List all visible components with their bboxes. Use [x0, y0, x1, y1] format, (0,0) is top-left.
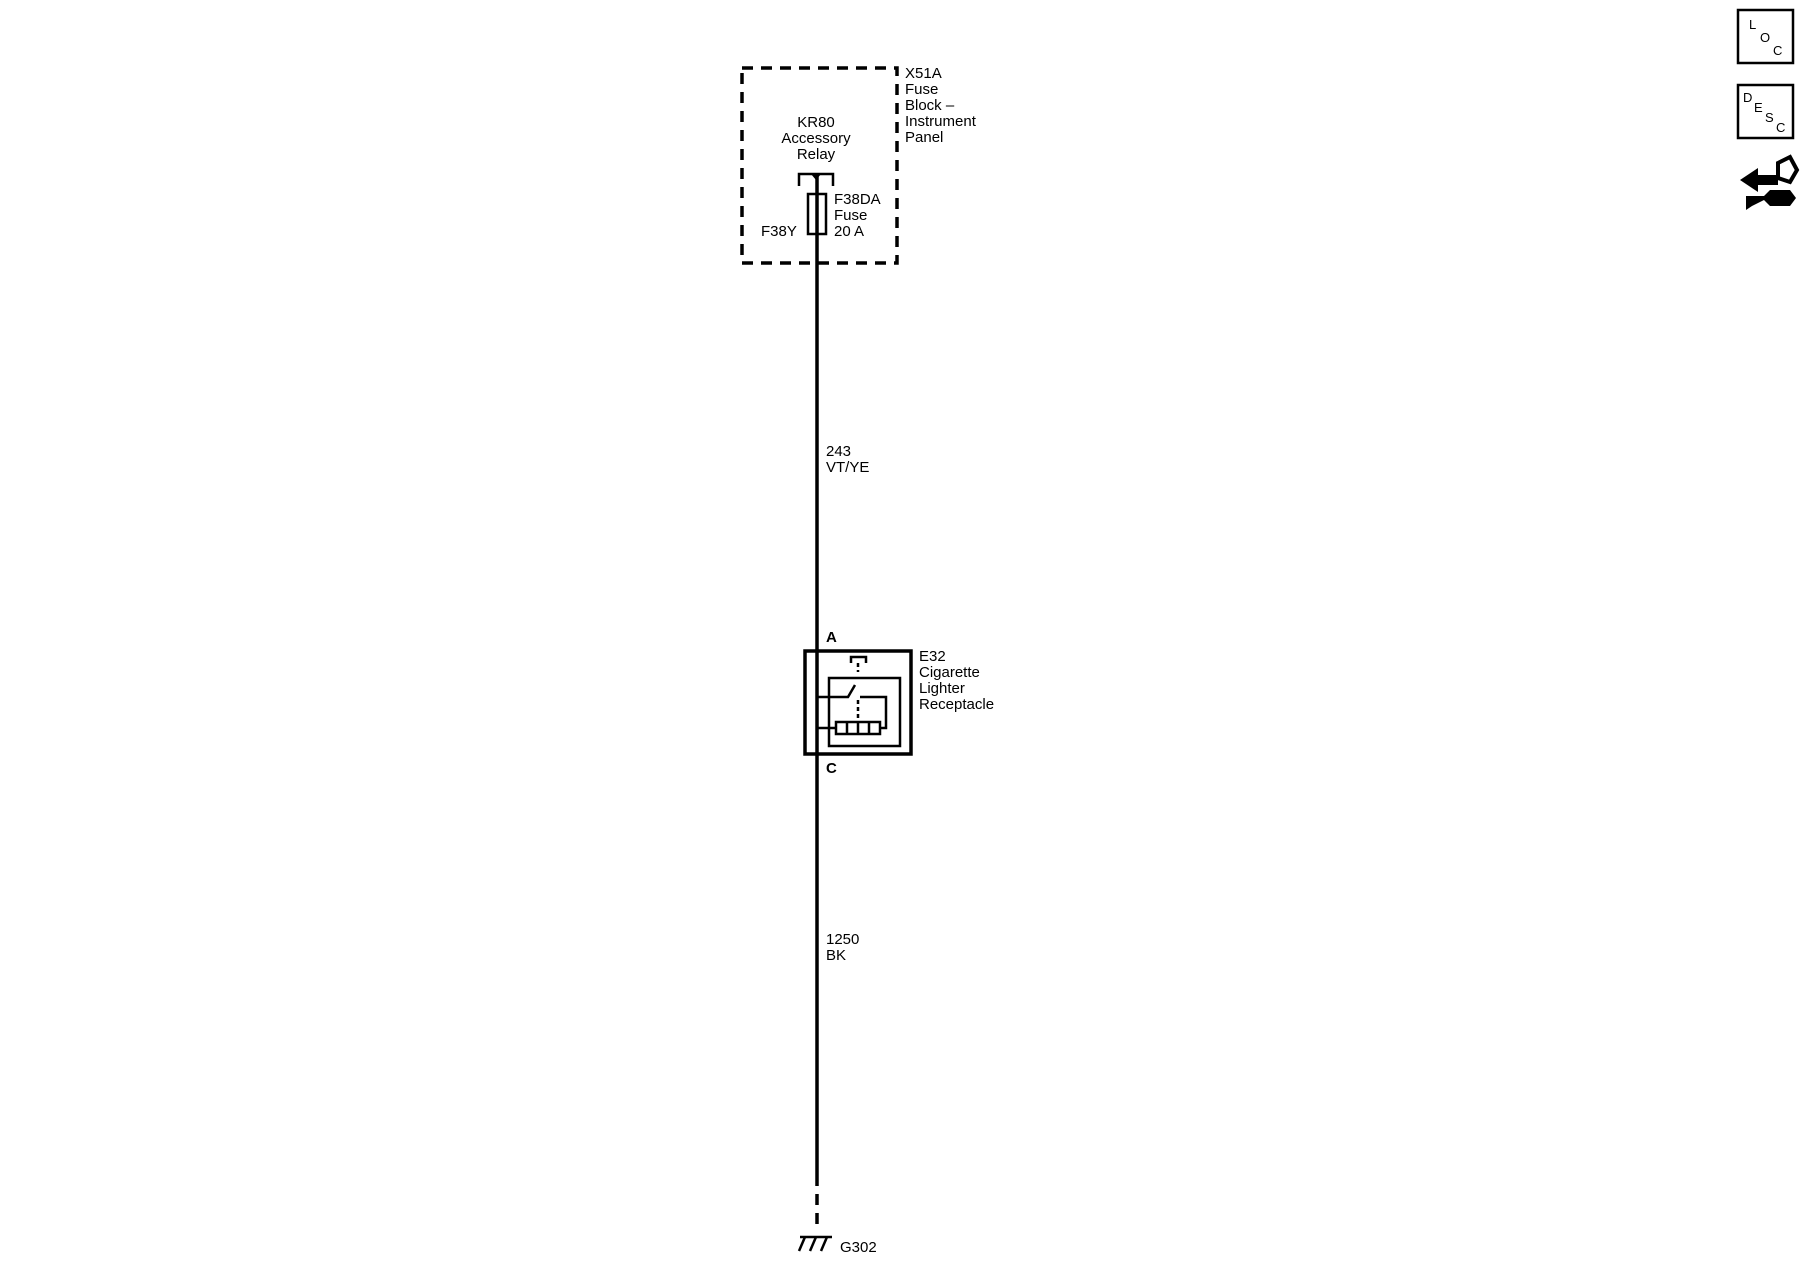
- fuse-block-name-line-1: Fuse: [905, 81, 938, 98]
- lighter-return-path: [860, 695, 888, 730]
- desc-letter-c: C: [1776, 120, 1785, 135]
- wire-lower-color: BK: [826, 947, 846, 964]
- relay-label-line-1: KR80: [797, 114, 835, 131]
- desc-letter-s: S: [1765, 110, 1774, 125]
- wire-label-lower: 1250 BK: [826, 931, 859, 964]
- lighter-switch-arm: [817, 684, 857, 699]
- fuse-block-name-line-4: Panel: [905, 129, 943, 146]
- fuse-label-line-1: F38DA: [834, 191, 881, 208]
- lighter-label-line-1: E32: [919, 648, 946, 665]
- loc-button-frame: [1736, 8, 1795, 65]
- relay-label-line-3: Relay: [797, 146, 836, 163]
- pin-c-label: C: [826, 760, 837, 777]
- pin-a-label: A: [826, 629, 837, 646]
- ground-tick-1: [797, 1236, 807, 1252]
- fuse-label-line-3: 20 A: [834, 223, 864, 240]
- loc-letter-o: O: [1760, 30, 1770, 45]
- lighter-label-line-2: Cigarette: [919, 664, 980, 681]
- fuse-block-outline: [740, 66, 899, 265]
- cigarette-lighter-e32[interactable]: A C E32 Cigarette Lighter Receptacle: [803, 629, 994, 777]
- desc-button[interactable]: D E S C: [1736, 83, 1795, 140]
- lighter-label-line-4: Receptacle: [919, 696, 994, 713]
- ground-g302[interactable]: G302: [797, 1235, 877, 1256]
- loc-button[interactable]: L O C: [1736, 8, 1795, 65]
- fuse-block-id: X51A: [905, 65, 942, 82]
- tool-wrench-icon: [1746, 190, 1796, 210]
- fuse-block-name-line-3: Instrument: [905, 113, 977, 130]
- fuse-block-name-line-2: Block –: [905, 97, 955, 114]
- desc-letter-e: E: [1754, 100, 1763, 115]
- ground-tick-2: [808, 1236, 818, 1252]
- lighter-label-line-3: Lighter: [919, 680, 965, 697]
- lighter-inner-box: [827, 676, 902, 748]
- wire-upper-circuit: 243: [826, 443, 851, 460]
- relay-label-line-2: Accessory: [781, 130, 851, 147]
- ground-tick-3: [819, 1236, 829, 1252]
- wire-label-upper: 243 VT/YE: [826, 443, 869, 476]
- loc-letter-c: C: [1773, 43, 1782, 58]
- desc-button-frame: [1736, 83, 1795, 140]
- fuse-cavity-label: F38Y: [761, 223, 797, 240]
- tool-left-arrow-icon: [1740, 168, 1778, 192]
- wire-upper-color: VT/YE: [826, 459, 869, 476]
- ground-label: G302: [840, 1239, 877, 1256]
- fuse-label-line-2: Fuse: [834, 207, 867, 224]
- relay-kr80[interactable]: KR80 Accessory Relay: [781, 114, 851, 186]
- wire-lower-circuit: 1250: [826, 931, 859, 948]
- fuse-f38da[interactable]: F38DA Fuse 20 A F38Y: [761, 191, 881, 240]
- connector-tool-icon[interactable]: [1740, 154, 1800, 210]
- fuse-block-x51a[interactable]: X51A Fuse Block – Instrument Panel: [740, 65, 977, 265]
- lighter-top-contact: [849, 655, 868, 663]
- loc-letter-l: L: [1749, 17, 1756, 32]
- desc-letter-d: D: [1743, 90, 1752, 105]
- lighter-outer-box: [803, 649, 913, 756]
- tool-connector-hand-icon: [1776, 154, 1800, 185]
